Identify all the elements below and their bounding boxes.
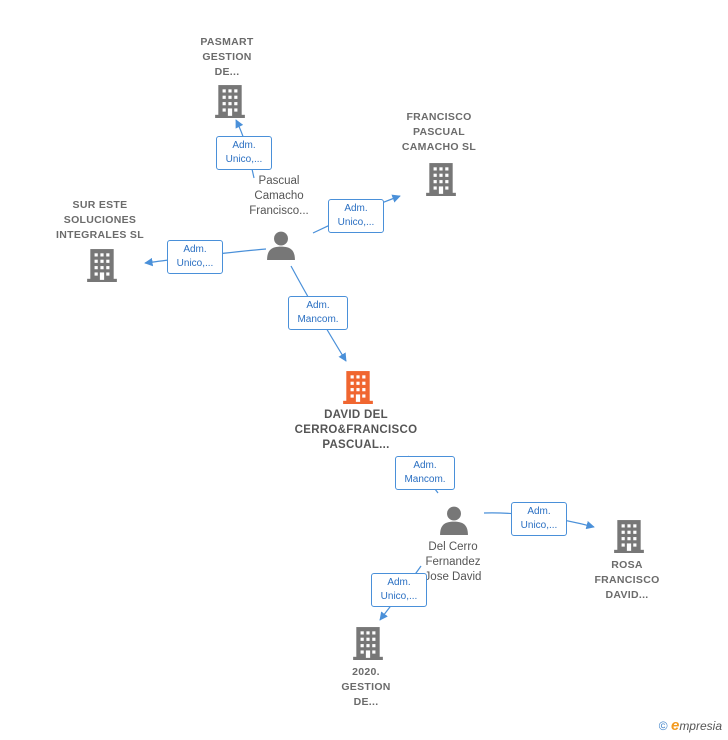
edge-label-pascual-david[interactable]: Adm. Mancom. bbox=[288, 296, 348, 330]
building-icon[interactable] bbox=[343, 371, 373, 404]
edge-label-pascual-sur-este[interactable]: Adm. Unico,... bbox=[167, 240, 223, 274]
building-icon[interactable] bbox=[614, 520, 644, 553]
edge-label-pascual-francisco-sl[interactable]: Adm. Unico,... bbox=[328, 199, 384, 233]
node-label-david-main[interactable]: DAVID DEL CERRO&FRANCISCO PASCUAL... bbox=[294, 409, 418, 451]
node-label-2020-gestion[interactable]: 2020. GESTION DE... bbox=[341, 666, 391, 708]
node-label-pasmart[interactable]: PASMART GESTION DE... bbox=[200, 36, 254, 78]
building-icon[interactable] bbox=[87, 249, 117, 282]
node-label-sur-este[interactable]: SUR ESTE SOLUCIONES INTEGRALES SL bbox=[56, 199, 144, 241]
node-label-pascual[interactable]: Pascual Camacho Francisco... bbox=[249, 175, 309, 217]
edge-label-delcerro-rosa[interactable]: Adm. Unico,... bbox=[511, 502, 567, 536]
edge-label-delcerro-david[interactable]: Adm. Mancom. bbox=[395, 456, 455, 490]
building-icon[interactable] bbox=[426, 163, 456, 196]
edge-label-pascual-pasmart[interactable]: Adm. Unico,... bbox=[216, 136, 272, 170]
brand-logo: empresia bbox=[670, 717, 722, 734]
footer-brand: © empresia bbox=[659, 717, 722, 734]
building-icon[interactable] bbox=[215, 85, 245, 118]
person-icon[interactable] bbox=[267, 231, 295, 260]
person-icon[interactable] bbox=[440, 506, 468, 535]
node-label-francisco-sl[interactable]: FRANCISCO PASCUAL CAMACHO SL bbox=[401, 111, 477, 153]
copyright-icon: © bbox=[658, 719, 668, 733]
node-label-rosa[interactable]: ROSA FRANCISCO DAVID... bbox=[594, 559, 660, 601]
building-icon[interactable] bbox=[353, 627, 383, 660]
edges bbox=[144, 119, 595, 621]
edge-label-delcerro-2020[interactable]: Adm. Unico,... bbox=[371, 573, 427, 607]
node-label-delcerro[interactable]: Del Cerro Fernandez Jose David bbox=[424, 541, 482, 583]
